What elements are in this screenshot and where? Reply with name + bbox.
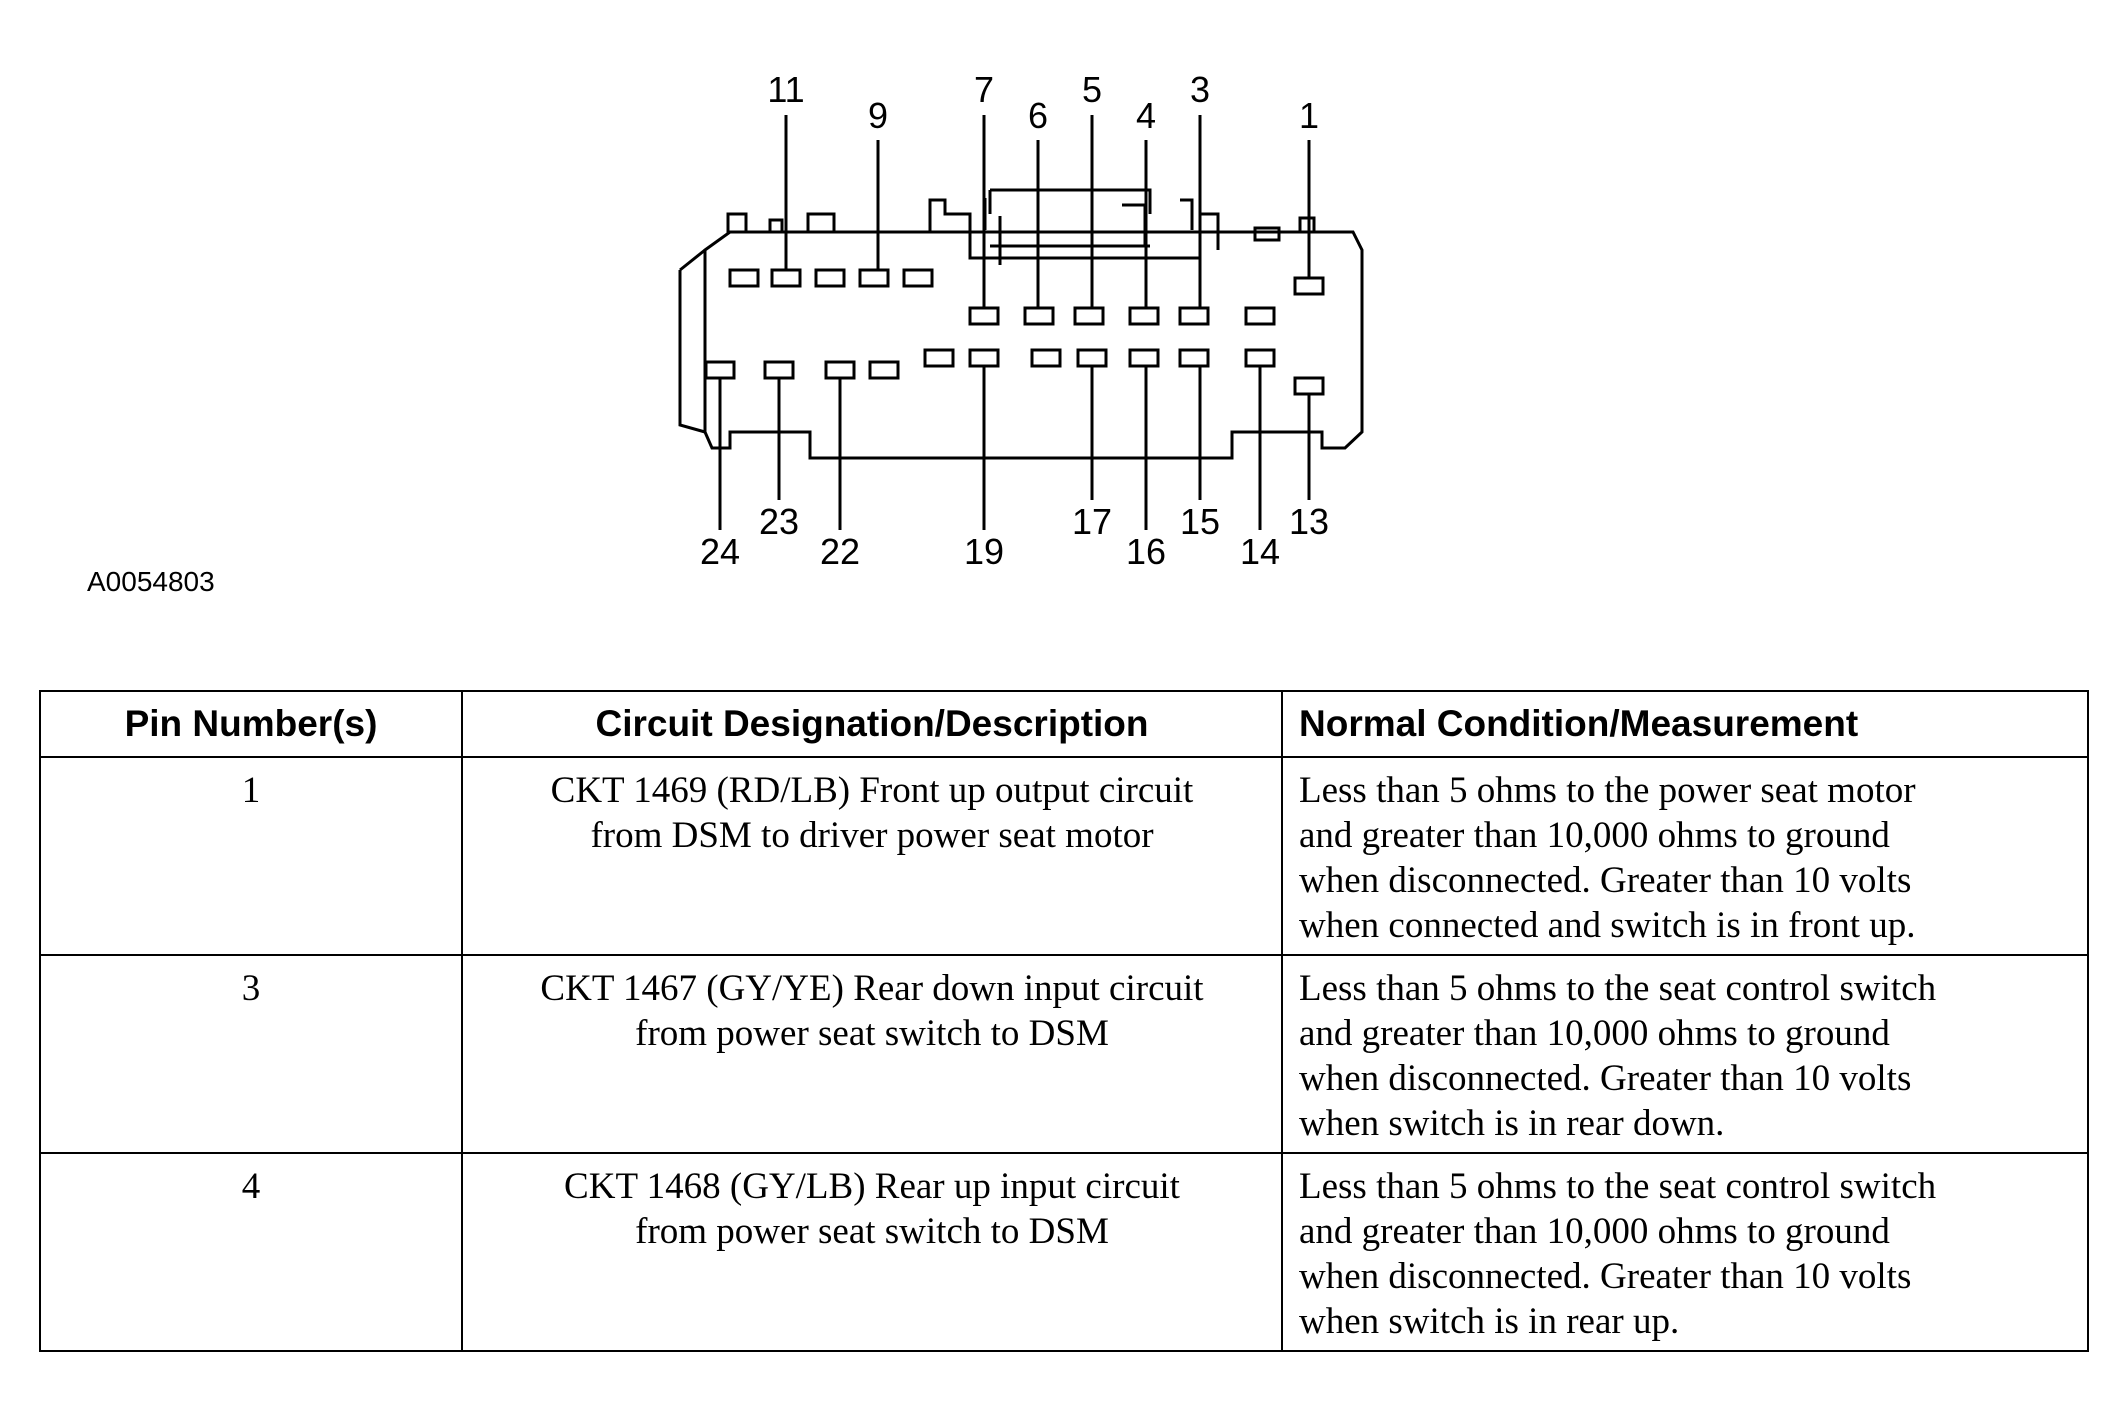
condition-cell: Less than 5 ohms to the seat control swi… (1281, 1152, 2089, 1352)
pin-label: 13 (1289, 501, 1329, 542)
pin-slots (704, 268, 1325, 396)
pin-label: 15 (1180, 501, 1220, 542)
table-header-row: Pin Number(s) Circuit Designation/Descri… (39, 690, 2089, 758)
pin-label: 5 (1082, 69, 1102, 110)
pin-label: 1 (1299, 95, 1319, 136)
pin-spec-table: Pin Number(s) Circuit Designation/Descri… (39, 690, 2089, 1352)
pin-label: 19 (964, 531, 1004, 572)
pin-label: 11 (767, 69, 804, 110)
header-circuit: Circuit Designation/Description (461, 690, 1283, 758)
table-row: 3 CKT 1467 (GY/YE) Rear down input circu… (39, 954, 2089, 1154)
circuit-cell: CKT 1468 (GY/LB) Rear up input circuit f… (461, 1152, 1283, 1352)
condition-cell: Less than 5 ohms to the power seat motor… (1281, 756, 2089, 956)
header-pin-number: Pin Number(s) (39, 690, 463, 758)
bottom-pin-labels: 24 23 22 19 17 16 15 14 13 (700, 501, 1329, 572)
pin-label: 14 (1240, 531, 1280, 572)
pin-label: 6 (1028, 95, 1048, 136)
pin-label: 4 (1136, 95, 1156, 136)
connector-diagram: 11 9 7 6 5 4 3 1 24 23 22 19 17 16 15 14… (678, 69, 1364, 572)
condition-cell: Less than 5 ohms to the seat control swi… (1281, 954, 2089, 1154)
circuit-cell: CKT 1467 (GY/YE) Rear down input circuit… (461, 954, 1283, 1154)
header-condition: Normal Condition/Measurement (1281, 690, 2089, 758)
pin-label: 16 (1126, 531, 1166, 572)
pin-label: 9 (868, 95, 888, 136)
pin-cell: 3 (39, 954, 463, 1154)
pin-cell: 4 (39, 1152, 463, 1352)
leader-lines (718, 115, 1311, 530)
pin-label: 22 (820, 531, 860, 572)
pin-label: 17 (1072, 501, 1112, 542)
table-row: 1 CKT 1469 (RD/LB) Front up output circu… (39, 756, 2089, 956)
pin-label: 7 (974, 69, 994, 110)
connector-body (678, 188, 1364, 460)
pin-label: 23 (759, 501, 799, 542)
pin-label: 3 (1190, 69, 1210, 110)
top-pin-labels: 11 9 7 6 5 4 3 1 (767, 69, 1319, 136)
pin-cell: 1 (39, 756, 463, 956)
circuit-cell: CKT 1469 (RD/LB) Front up output circuit… (461, 756, 1283, 956)
table-row: 4 CKT 1468 (GY/LB) Rear up input circuit… (39, 1152, 2089, 1352)
figure-id: A0054803 (87, 566, 215, 597)
pin-label: 24 (700, 531, 740, 572)
